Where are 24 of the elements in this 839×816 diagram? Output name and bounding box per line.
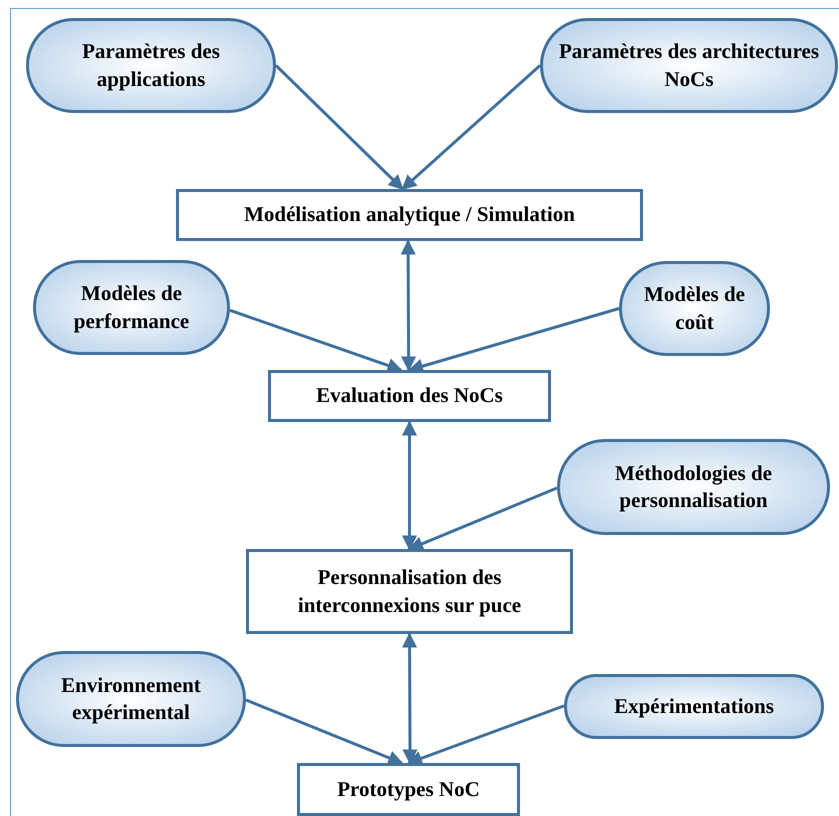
node-label: Evaluation des NoCs (316, 382, 503, 410)
arrow (402, 632, 418, 764)
arrow (274, 64, 404, 190)
arrow (401, 64, 541, 190)
process-box (246, 549, 573, 634)
node-label: Modélisation analytique / Simulation (244, 201, 575, 228)
node-label: Environnement expérimental (60, 672, 202, 726)
node-label: Paramètres des architectures NoCs (558, 38, 820, 92)
arrow (230, 308, 402, 373)
process-box (297, 763, 520, 816)
process-box (176, 189, 643, 241)
node-label: Prototypes NoC (337, 776, 480, 803)
node-label: Expérimentations (614, 692, 774, 720)
arrow (408, 486, 558, 551)
node-label: Personnalisation des interconnexions sur puce (296, 564, 522, 618)
arrow (402, 420, 417, 550)
process-box (268, 370, 551, 422)
node-label: Modèles de coût (643, 281, 746, 336)
node-label: Modèles de performance (72, 280, 190, 334)
arrow (400, 240, 416, 372)
node-label: Paramètres des applications (81, 38, 221, 92)
arrow (407, 704, 565, 766)
node-label: Méthodologies de personnalisation (614, 460, 773, 514)
arrow (245, 698, 404, 765)
